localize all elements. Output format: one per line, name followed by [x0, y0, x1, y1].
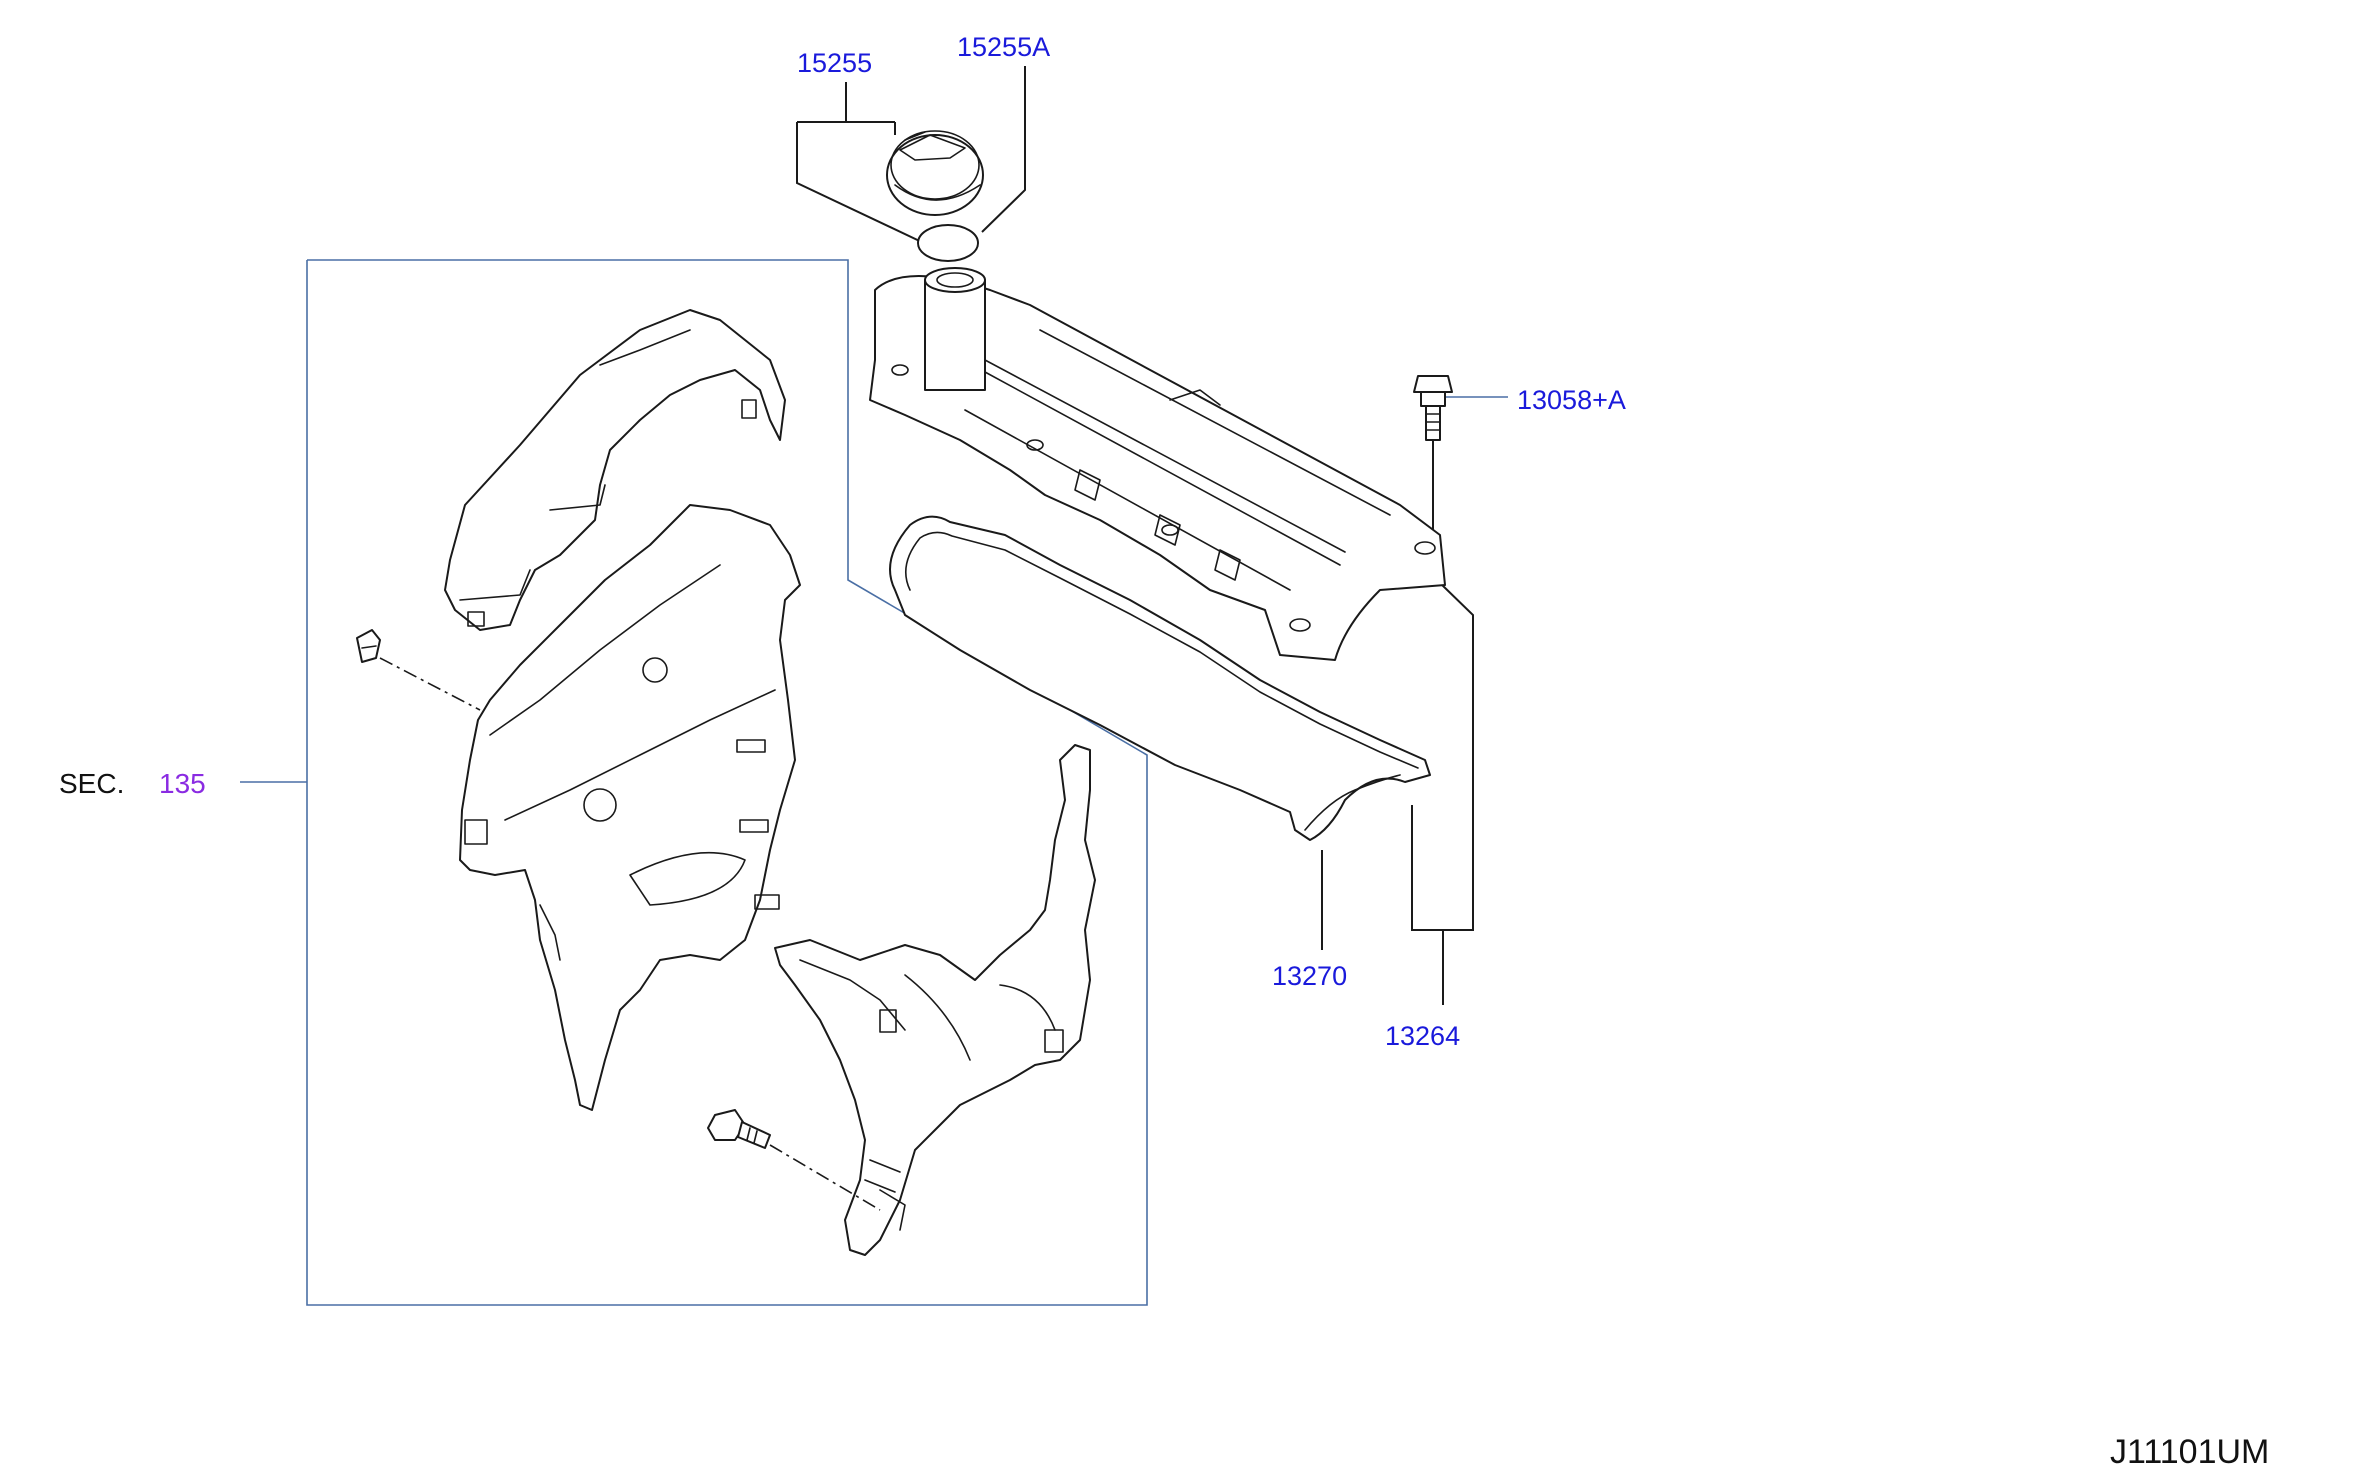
filler-cap-seal[interactable]: [917, 224, 979, 262]
cover-gasket[interactable]: [889, 515, 1431, 841]
part-label-13264[interactable]: 13264: [1385, 1021, 1460, 1051]
oil-filler-cap[interactable]: [886, 130, 984, 216]
valve-cover[interactable]: [869, 267, 1446, 661]
timing-cover-front[interactable]: [459, 504, 801, 1111]
leaders: [796, 66, 1508, 1005]
section-prefix: SEC.: [59, 768, 124, 799]
part-label-13058a[interactable]: 13058+A: [1517, 385, 1626, 415]
part-label-15255a[interactable]: 15255A: [957, 32, 1050, 62]
cover-clip[interactable]: [356, 629, 481, 711]
section-outline: [306, 259, 1148, 1306]
part-label-15255[interactable]: 15255: [797, 48, 872, 78]
lower-cover-bolt[interactable]: [707, 1109, 881, 1211]
timing-cover-upper[interactable]: [444, 309, 786, 631]
diagram-code: J11101UM: [2110, 1433, 2269, 1471]
section-number-link[interactable]: 135: [159, 768, 206, 799]
part-label-13270[interactable]: 13270: [1272, 961, 1347, 991]
timing-cover-lower[interactable]: [774, 744, 1096, 1256]
cover-bolt[interactable]: [1413, 375, 1453, 441]
